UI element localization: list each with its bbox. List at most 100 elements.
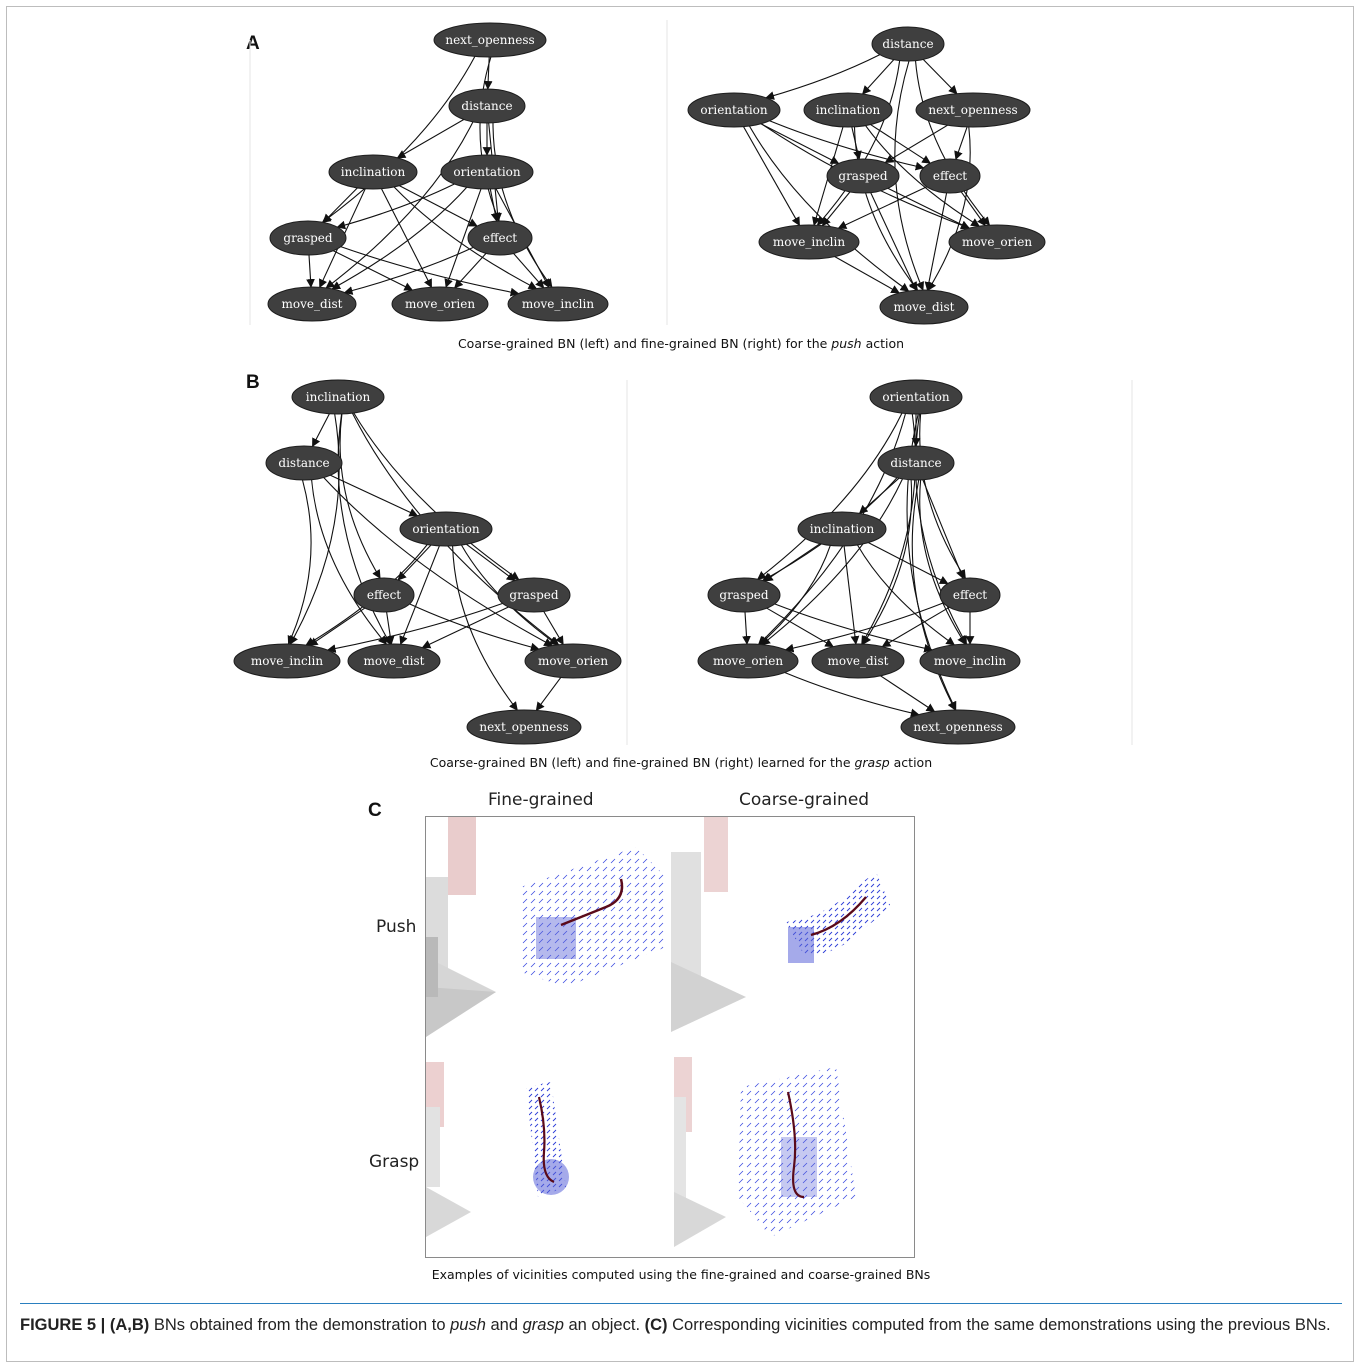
vicinity-images bbox=[425, 816, 915, 1258]
node-b-right-move_orien: move_orien bbox=[697, 643, 799, 679]
edge-a-right-inclination-to-effect bbox=[870, 124, 931, 164]
node-b-right-move_dist: move_dist bbox=[811, 643, 905, 679]
panel-a-letter: A bbox=[246, 33, 260, 54]
edge-b-left-orientation-to-next_openness bbox=[452, 545, 518, 711]
node-b-left-effect: effect bbox=[353, 577, 415, 613]
node-label-a-left-move_dist: move_dist bbox=[282, 297, 343, 311]
node-label-b-right-move_orien: move_orien bbox=[713, 654, 783, 668]
node-label-a-left-orientation: orientation bbox=[453, 165, 520, 179]
node-label-b-right-move_inclin: move_inclin bbox=[934, 654, 1006, 668]
edge-b-right-distance-to-effect bbox=[922, 479, 965, 580]
edge-b-right-orientation-to-grasped bbox=[757, 412, 903, 580]
node-a-left-move_orien: move_orien bbox=[391, 286, 489, 322]
edge-a-left-next_openness-to-grasped bbox=[321, 56, 476, 223]
node-label-b-right-grasped: grasped bbox=[719, 588, 769, 602]
col-header-coarse: Coarse-grained bbox=[739, 790, 870, 810]
node-label-b-right-distance: distance bbox=[890, 456, 941, 470]
row-label-push: Push bbox=[376, 917, 417, 937]
edge-b-left-orientation-to-effect bbox=[397, 544, 432, 581]
node-label-b-right-inclination: inclination bbox=[810, 522, 875, 536]
node-label-b-left-effect: effect bbox=[367, 588, 401, 602]
edge-a-left-orientation-to-grasped bbox=[336, 183, 455, 230]
node-label-b-left-orientation: orientation bbox=[412, 522, 479, 536]
edge-a-left-grasped-to-move_orien bbox=[333, 250, 414, 291]
edge-a-right-distance-to-orientation bbox=[765, 54, 881, 100]
node-label-b-left-move_inclin: move_inclin bbox=[251, 654, 323, 668]
edge-b-left-distance-to-move_orien bbox=[323, 477, 553, 647]
edge-a-left-orientation-to-effect bbox=[489, 188, 500, 222]
edge-a-left-effect-to-move_orien bbox=[454, 252, 487, 289]
figure-caption: FIGURE 5 | (A,B) BNs obtained from the d… bbox=[20, 1316, 1331, 1334]
node-label-a-left-effect: effect bbox=[483, 231, 517, 245]
edge-a-right-distance-to-next_openness bbox=[922, 59, 958, 95]
edge-b-left-distance-to-move_dist bbox=[311, 479, 387, 645]
node-label-a-right-move_inclin: move_inclin bbox=[773, 235, 845, 249]
edge-b-left-orientation-to-grasped bbox=[465, 543, 516, 582]
edge-b-left-move_orien-to-next_openness bbox=[535, 677, 562, 712]
edge-b-right-inclination-to-effect bbox=[868, 542, 949, 585]
edge-a-left-effect-to-move_inclin bbox=[513, 253, 545, 289]
scene-coarse-push bbox=[671, 817, 914, 1038]
node-b-right-orientation: orientation bbox=[869, 379, 963, 415]
node-label-b-right-effect: effect bbox=[953, 588, 987, 602]
scene-fine-grasp bbox=[426, 1062, 569, 1237]
edge-b-right-inclination-to-grasped bbox=[763, 543, 821, 582]
node-b-left-inclination: inclination bbox=[291, 379, 385, 415]
edge-b-left-grasped-to-move_orien bbox=[543, 611, 564, 646]
edge-b-right-distance-to-move_dist bbox=[862, 479, 913, 645]
edge-b-right-move_dist-to-next_openness bbox=[880, 675, 936, 712]
edge-a-right-orientation-to-move_dist bbox=[748, 125, 910, 292]
node-label-a-left-grasped: grasped bbox=[283, 231, 333, 245]
edge-b-right-distance-to-move_inclin bbox=[919, 479, 966, 645]
scene-coarse-grasp bbox=[674, 1057, 856, 1247]
node-a-left-orientation: orientation bbox=[440, 154, 534, 190]
node-a-right-orientation: orientation bbox=[687, 92, 781, 128]
edge-b-right-effect-to-move_dist bbox=[881, 606, 950, 648]
node-label-a-right-distance: distance bbox=[882, 37, 933, 51]
edge-a-right-grasped-to-move_inclin bbox=[821, 191, 851, 227]
node-b-left-distance: distance bbox=[265, 445, 343, 481]
node-label-a-right-move_orien: move_orien bbox=[962, 235, 1032, 249]
edge-a-right-move_inclin-to-move_dist bbox=[834, 256, 900, 294]
node-a-right-next_openness: next_openness bbox=[915, 92, 1031, 128]
figure-frame bbox=[6, 6, 1354, 1362]
node-label-a-right-move_dist: move_dist bbox=[894, 300, 955, 314]
node-label-b-left-inclination: inclination bbox=[306, 390, 371, 404]
edge-a-right-next_openness-to-grasped bbox=[884, 124, 948, 164]
edge-b-right-inclination-to-move_inclin bbox=[856, 544, 956, 646]
edge-a-right-effect-to-move_dist bbox=[924, 192, 948, 291]
node-a-left-move_dist: move_dist bbox=[267, 286, 357, 322]
node-b-left-grasped: grasped bbox=[497, 577, 571, 613]
node-a-left-distance: distance bbox=[448, 88, 526, 124]
edge-b-left-grasped-to-move_dist bbox=[421, 606, 509, 649]
edge-a-left-inclination-to-move_inclin bbox=[393, 186, 538, 290]
panel-c-letter: C bbox=[368, 800, 382, 821]
edge-a-left-orientation-to-move_dist bbox=[331, 186, 468, 290]
edge-b-right-move_orien-to-next_openness bbox=[784, 671, 920, 718]
node-b-right-grasped: grasped bbox=[707, 577, 781, 613]
node-label-a-left-move_inclin: move_inclin bbox=[522, 297, 594, 311]
vicinity-render bbox=[426, 817, 914, 1257]
node-label-a-right-next_openness: next_openness bbox=[928, 103, 1017, 117]
bn-graphs: next_openness distance inclination orientat… bbox=[233, 20, 1133, 745]
edge-a-right-grasped-to-move_orien bbox=[887, 187, 970, 229]
edge-b-right-grasped-to-move_orien bbox=[742, 611, 751, 645]
node-label-a-right-orientation: orientation bbox=[700, 103, 767, 117]
edge-a-left-next_openness-to-effect bbox=[479, 56, 501, 222]
edge-a-right-grasped-to-move_dist bbox=[870, 192, 917, 292]
edge-b-left-distance-to-orientation bbox=[330, 474, 419, 517]
node-label-a-right-effect: effect bbox=[933, 169, 967, 183]
node-label-b-left-grasped: grasped bbox=[509, 588, 559, 602]
edge-a-left-inclination-to-move_orien bbox=[381, 188, 432, 289]
caption-rule bbox=[20, 1303, 1342, 1304]
edge-a-left-grasped-to-move_inclin bbox=[340, 246, 520, 297]
caption-a: Coarse-grained BN (left) and fine-graine… bbox=[457, 336, 905, 351]
edge-a-right-inclination-to-move_dist bbox=[853, 126, 919, 291]
edge-a-right-next_openness-to-move_dist bbox=[927, 126, 971, 291]
edge-a-right-orientation-to-move_inclin bbox=[743, 126, 800, 227]
caption-c: Examples of vicinities computed using th… bbox=[431, 1267, 931, 1282]
edge-b-right-grasped-to-move_inclin bbox=[774, 603, 933, 653]
edge-b-left-effect-to-move_dist bbox=[385, 611, 395, 645]
node-b-left-orientation: orientation bbox=[399, 511, 493, 547]
node-a-right-move_orien: move_orien bbox=[948, 224, 1046, 260]
